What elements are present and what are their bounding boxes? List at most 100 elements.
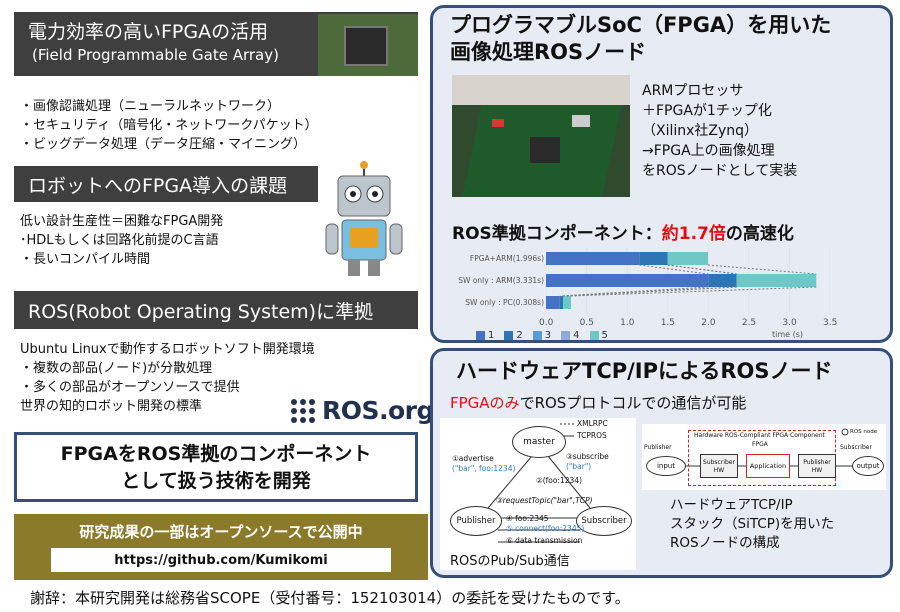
pubsub-caption: ROSのPub/Sub通信 (450, 554, 570, 569)
desc-line: をROSノードとして実装 (642, 163, 798, 179)
subscribe-label: ③subscribe (566, 452, 609, 461)
subscriber-node: Subscriber (576, 506, 632, 536)
oss-title: 研究成果の一部はオープンソースで公開中 (79, 523, 363, 541)
chart-plot-area (546, 248, 830, 314)
advertise-label: ①advertise (452, 454, 494, 463)
list-item: ･HDLもしくは回路化前提のC言語 (20, 233, 219, 248)
panel1-title-line2: 画像処理ROSノード (450, 40, 647, 64)
fpga-title: 電力効率の高いFPGAの活用 (28, 21, 269, 43)
hw-ros-node-label: ROS node (850, 429, 878, 435)
ros-features-list: Ubuntu Linuxで動作するロボットソフト開発環境 ・複数の部品(ノード)… (20, 340, 315, 416)
chart-category-label: SW only : ARM(3.331s) (458, 276, 544, 285)
pubsub-diagram: master Publisher Subscriber XMLRPC TCPRO… (440, 418, 636, 570)
chart-x-label: time (s) (772, 330, 804, 339)
zynq-board-photo (452, 75, 630, 197)
chart-connector-line (639, 264, 709, 275)
chart-legend-item: 3 (532, 330, 551, 341)
chart-connector-line (667, 264, 737, 275)
speedup-heading: ROS準拠コンポーネント：約1.7倍の高速化 (452, 219, 794, 244)
robot-title: ロボットへのFPGA導入の課題 (28, 174, 288, 197)
hw-subscriber-label: Subscriber (840, 444, 872, 451)
chart-legend-swatch (476, 331, 485, 340)
tech-dev-box: FPGAをROS準拠のコンポーネント として扱う技術を開発 (14, 432, 418, 502)
oss-url-link[interactable]: https://github.com/Kumikomi (114, 552, 328, 568)
hw-subscriber-block: Subscriber HW (700, 454, 738, 478)
chart-legend-item: 2 (504, 330, 523, 341)
list-item: ・ビッグデータ処理（データ圧縮・マイニング） (20, 137, 307, 152)
list-item: Ubuntu Linuxで動作するロボットソフト開発環境 (20, 342, 315, 357)
oss-url-box: https://github.com/Kumikomi (51, 548, 391, 572)
chart-bar-segment (559, 296, 564, 309)
chart-x-tick-label: 0.0 (539, 318, 554, 328)
hw-desc-line: ハードウェアTCP/IP (670, 497, 793, 513)
ros-logo-text: ROS.org (322, 396, 434, 425)
chart-legend-label: 5 (601, 330, 608, 341)
desc-line: ＋FPGAが1チップ化 (642, 103, 772, 119)
chart-legend-item: 5 (589, 330, 608, 341)
zynq-description: ARMプロセッサ ＋FPGAが1チップ化 （Xilinx社Zynq） →FPGA… (642, 81, 797, 181)
chart-legend-swatch (589, 331, 599, 340)
chart-x-tick-label: 3.0 (782, 318, 797, 328)
speedup-prefix: ROS準拠コンポーネント： (452, 224, 662, 244)
hw-application-block: Application (746, 454, 790, 478)
panel2-subtitle: FPGAのみでROSプロトコルでの通信が可能 (450, 392, 746, 413)
chart-connector-line (559, 286, 709, 297)
chart-legend-item: 4 (561, 330, 580, 341)
fpga-uses-list: ・画像認識処理（ニューラルネットワーク） ・セキュリティ（暗号化・ネットワークパ… (20, 97, 318, 154)
chart-legend-swatch (561, 331, 571, 340)
foo2345-label: ④ foo:2345 (506, 514, 549, 523)
fpga-chip-photo (318, 14, 418, 76)
chart-x-tick-label: 2.0 (701, 318, 716, 328)
open-source-banner: 研究成果の一部はオープンソースで公開中 https://github.com/K… (14, 514, 428, 580)
panel1-title-line1: プログラマブルSoC（FPGA）を用いた (450, 13, 832, 37)
panel2-subtitle-red: FPGAのみ (450, 394, 520, 412)
pubsub-lines (487, 423, 591, 543)
panel2-title: ハードウェアTCP/IPによるROSノード (456, 359, 833, 383)
chart-x-tick-label: 0.5 (579, 318, 594, 328)
chart-bar-segment (546, 252, 640, 265)
tech-line-1: FPGAをROS準拠のコンポーネント (60, 443, 372, 465)
chart-bar-segment (546, 274, 709, 287)
tech-line-2: として扱う技術を開発 (121, 470, 311, 492)
chart-bar-segment (667, 252, 708, 265)
chart-bar-segment (736, 274, 817, 287)
hw-publisher-block: Publisher HW (798, 454, 836, 478)
hw-fpga-label: FPGA (752, 441, 768, 448)
robot-issues-list: 低い設計生産性＝困難なFPGA開発 ･HDLもしくは回路化前提のC言語 ・長いコ… (20, 212, 223, 269)
request-topic-label: ③requestTopic("bar",TCP) (496, 496, 593, 505)
acknowledgment-footer: 謝辞：本研究開発は総務省SCOPE（受付番号：152103014）の委託を受けた… (30, 589, 630, 607)
chart-bar-segment (546, 296, 560, 309)
list-item: ・セキュリティ（暗号化・ネットワークパケット） (20, 118, 318, 133)
hw-desc-line: スタック（SiTCP)を用いた (670, 516, 835, 532)
fpga-subtitle: (Field Programmable Gate Array) (32, 46, 279, 64)
chart-legend-label: 1 (488, 330, 495, 341)
chart-legend-label: 4 (573, 330, 580, 341)
chart-connector-line (570, 286, 817, 297)
chart-category-label: FPGA+ARM(1.996s) (469, 254, 544, 263)
chart-legend-swatch (504, 331, 514, 340)
timing-bar-chart: FPGA+ARM(1.996s) SW only : ARM(3.331s) S… (452, 248, 837, 341)
chart-connector-line (667, 264, 737, 275)
chart-x-tick-label: 1.0 (620, 318, 635, 328)
connect-label: ⑤ connect(foo:2345) (506, 524, 585, 533)
hw-desc-line: ROSノードの構成 (670, 535, 780, 551)
hw-block-diagram: Hardware ROS-Compliant FPGA Component FP… (642, 424, 886, 490)
list-item: 世界の知的ロボット開発の標準 (20, 399, 203, 414)
chart-category-label: SW only : PC(0.308s) (465, 298, 544, 307)
tcpros-label: TCPROS (577, 431, 607, 440)
chart-x-tick-label: 3.5 (823, 318, 838, 328)
ros-title: ROS(Robot Operating System)に準拠 (28, 300, 374, 323)
desc-line: （Xilinx社Zynq） (642, 123, 759, 139)
advertise-args: ("bar", foo:1234) (452, 464, 516, 473)
ros-org-logo: ROS.org (290, 396, 434, 425)
hw-output-node: output (852, 456, 884, 476)
list-item: ・複数の部品(ノード)が分散処理 (20, 361, 213, 376)
data-transmission-label: ⑥ data transmission (506, 536, 583, 545)
chart-legend-swatch (532, 331, 542, 340)
speedup-highlight: 約1.7倍 (661, 224, 726, 244)
chart-connector-line (563, 286, 737, 297)
desc-line: →FPGA上の画像処理 (642, 143, 775, 159)
chart-legend-label: 2 (516, 330, 523, 341)
